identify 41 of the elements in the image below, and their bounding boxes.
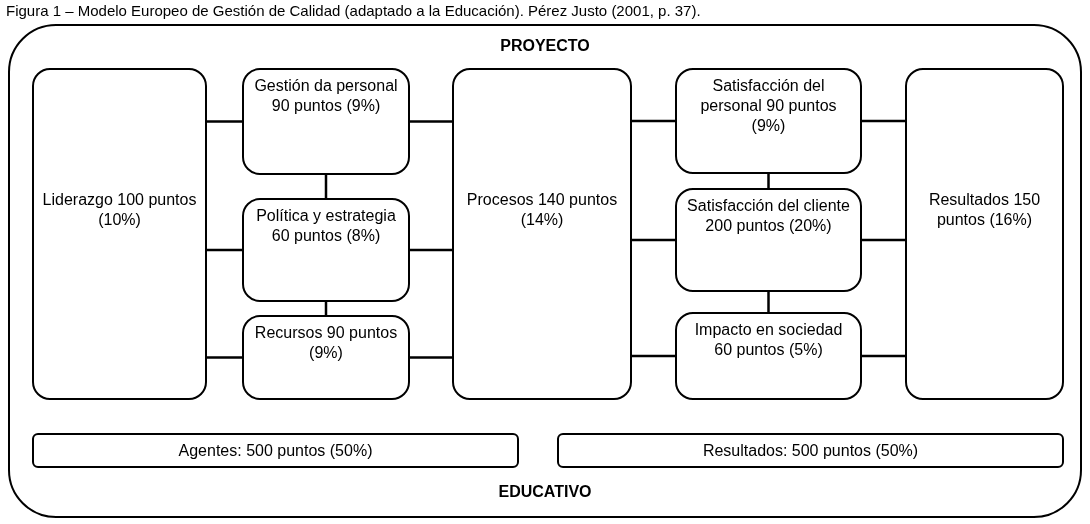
box-text: Resultados 150 puntos (16%) [927, 190, 1042, 230]
frame-heading: PROYECTO [500, 36, 590, 56]
box-text: Agentes: 500 puntos (50%) [177, 440, 374, 461]
criterion-box [242, 315, 410, 400]
connector-line [410, 248, 452, 252]
caption: Figura 1 – Modelo Europeo de Gestión de Calidad (adaptado a la Educación). Pérez Justo (2001, p. 37). [6, 1, 701, 21]
criterion-box [675, 312, 862, 400]
criterion-box [905, 68, 1064, 400]
connector-line [632, 119, 675, 123]
criterion-box [32, 68, 207, 400]
connector-line [207, 248, 242, 252]
box-text: Política y estrategia 60 puntos (8%) [255, 206, 397, 246]
frame-box [8, 24, 1082, 518]
box-text: Gestión da personal 90 puntos (9%) [253, 76, 399, 116]
frame-heading: EDUCATIVO [498, 482, 592, 502]
connector-line [862, 354, 905, 358]
box-text: Satisfacción del personal 90 puntos (9%) [699, 76, 838, 136]
criterion-box [242, 68, 410, 175]
connector-line [632, 238, 675, 242]
connector-line [767, 292, 770, 312]
criterion-box [675, 188, 862, 292]
connector-line [324, 175, 328, 198]
criterion-box [452, 68, 632, 400]
connector-line [207, 120, 242, 123]
box-text: Procesos 140 puntos (14%) [465, 190, 619, 230]
box-text: Liderazgo 100 puntos (10%) [41, 190, 198, 230]
connector-line [767, 174, 770, 188]
connector-line [862, 119, 905, 123]
summary-box [32, 433, 519, 468]
criterion-box [675, 68, 862, 174]
box-text: Recursos 90 puntos (9%) [253, 323, 399, 363]
connector-line [410, 356, 452, 359]
connector-line [862, 238, 905, 242]
box-text: Resultados: 500 puntos (50%) [701, 440, 920, 461]
criterion-box [242, 198, 410, 302]
box-text: Impacto en sociedad 60 puntos (5%) [693, 320, 844, 360]
summary-box [557, 433, 1064, 468]
connector-line [632, 354, 675, 358]
connector-line [207, 356, 242, 359]
connector-line [410, 120, 452, 123]
box-text: Satisfacción del cliente 200 puntos (20%) [686, 196, 851, 236]
